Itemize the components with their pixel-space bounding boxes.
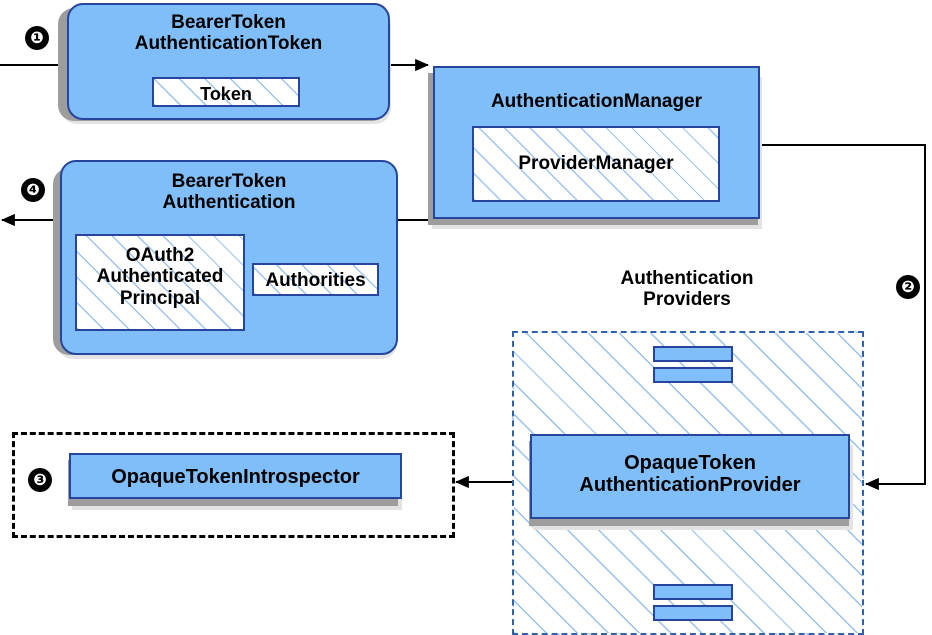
authorities-label: Authorities [265,270,366,291]
authentication-manager-card[interactable]: AuthenticationManager ProviderManager [433,66,760,219]
provider-bar-bottom-1 [653,584,733,600]
opaque-token-introspector-card[interactable]: OpaqueTokenIntrospector [69,453,402,499]
badge-step-3: ❸ [28,468,52,492]
authorities-box[interactable]: Authorities [252,263,379,296]
bearer-token-authentication-title: BearerToken Authentication [162,171,296,214]
authentication-manager-title: AuthenticationManager [490,91,703,112]
opaque-token-authentication-provider-card[interactable]: OpaqueToken AuthenticationProvider [530,434,850,519]
bearer-token-authentication-card[interactable]: BearerToken Authentication OAuth2 Authen… [60,160,398,355]
opaque-token-authentication-provider-label: OpaqueToken AuthenticationProvider [579,452,801,497]
provider-bar-top-2 [653,367,733,383]
provider-bar-top-1 [653,346,733,362]
oauth2-authenticated-principal-label: OAuth2 Authenticated Principal [96,245,224,309]
bearer-token-authentication-token-card[interactable]: BearerToken AuthenticationToken Token [67,3,390,120]
provider-manager-inner-box[interactable]: ProviderManager [472,126,720,202]
badge-step-1: ❶ [25,26,49,50]
opaque-token-introspector-container[interactable] [12,432,455,538]
opaque-token-introspector-label: OpaqueTokenIntrospector [111,466,360,488]
token-inner-label: Token [200,84,252,104]
connector-manager-to-provider [760,144,926,491]
badge-step-2: ❷ [896,275,920,299]
token-inner-box[interactable]: Token [152,77,300,107]
provider-bar-bottom-2 [653,605,733,621]
bearer-token-authentication-token-title: BearerToken AuthenticationToken [134,12,323,55]
oauth2-authenticated-principal-box[interactable]: OAuth2 Authenticated Principal [75,234,245,331]
provider-manager-label: ProviderManager [518,153,674,174]
badge-step-4: ❹ [21,178,45,202]
